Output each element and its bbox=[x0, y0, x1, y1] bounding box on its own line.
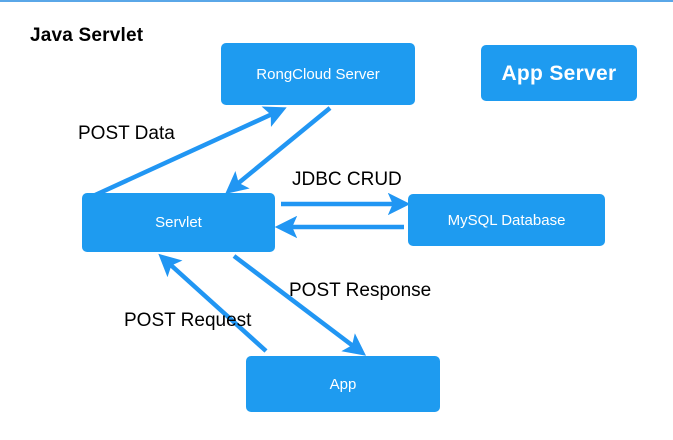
node-rongcloud-server[interactable]: RongCloud Server bbox=[221, 43, 415, 105]
arrow-app-to-servlet bbox=[158, 253, 268, 353]
node-app-server-label: App Server bbox=[501, 61, 617, 85]
node-app-server[interactable]: App Server bbox=[481, 45, 637, 101]
node-servlet-label: Servlet bbox=[155, 214, 202, 231]
edge-label-post-data: POST Data bbox=[78, 123, 175, 144]
node-app[interactable]: App bbox=[246, 356, 440, 412]
node-servlet[interactable]: Servlet bbox=[82, 193, 275, 252]
top-divider-rule bbox=[0, 0, 673, 2]
page-title: Java Servlet bbox=[30, 25, 144, 46]
node-mysql-database[interactable]: MySQL Database bbox=[408, 194, 605, 246]
node-rongcloud-server-label: RongCloud Server bbox=[256, 65, 380, 83]
node-mysql-database-label: MySQL Database bbox=[447, 211, 566, 229]
edge-label-post-request: POST Request bbox=[124, 310, 252, 331]
node-app-label: App bbox=[329, 375, 357, 393]
edge-label-post-response: POST Response bbox=[289, 280, 432, 301]
arrow-servlet-to-app bbox=[232, 254, 367, 356]
edge-label-jdbc-crud: JDBC CRUD bbox=[292, 169, 402, 190]
